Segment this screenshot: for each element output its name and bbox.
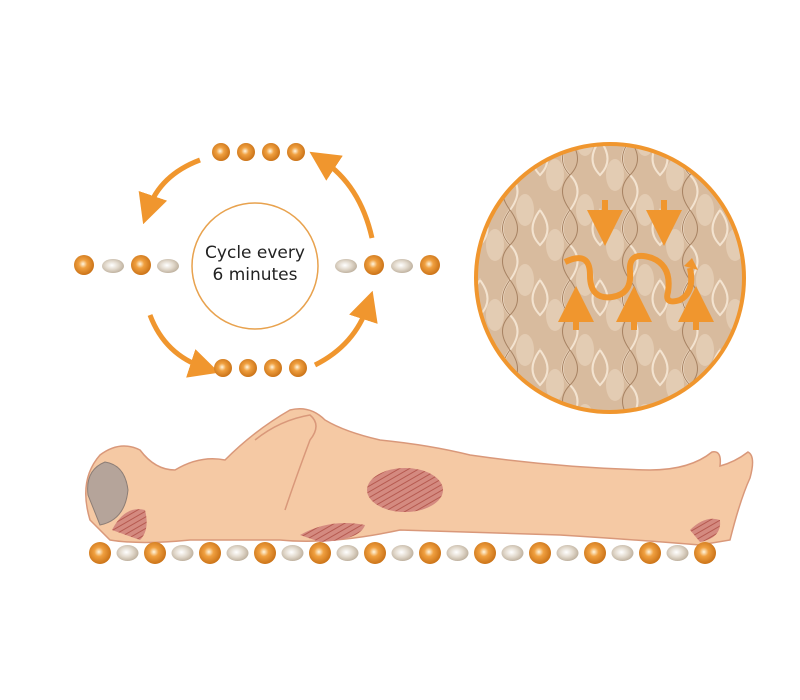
pressure-zone-heel	[690, 518, 721, 542]
arrow-icon	[309, 151, 375, 239]
arrow-icon	[138, 157, 201, 225]
airflow-wave-icon	[563, 252, 695, 305]
mattress-cell	[364, 542, 386, 564]
mattress-cell	[611, 545, 634, 561]
cycle-arrows	[138, 151, 378, 378]
mattress-cell	[171, 545, 194, 561]
mattress-cell	[584, 542, 606, 564]
mattress-cell	[281, 545, 304, 561]
mattress-cell	[501, 545, 524, 561]
cycle-label: Cycle every 6 minutes	[192, 242, 318, 286]
mattress-cell	[639, 542, 661, 564]
mattress-cell	[336, 545, 359, 561]
cells-right-row	[335, 255, 440, 275]
mattress-cell	[446, 545, 469, 561]
mattress-cell	[199, 542, 221, 564]
mattress-cell	[144, 542, 166, 564]
pressure-zone-hip	[367, 468, 443, 512]
mattress-cell	[474, 542, 496, 564]
cells-left-row	[74, 255, 179, 275]
pressure-zone-back	[300, 522, 365, 542]
mattress-closeup	[474, 142, 746, 414]
mattress-cell	[89, 542, 111, 564]
arrow-icon	[313, 290, 378, 368]
mattress-cell	[556, 545, 579, 561]
cycle-label-line2: 6 minutes	[212, 265, 298, 285]
mattress-cell	[309, 542, 331, 564]
arrow-icon	[147, 314, 220, 378]
cells-top-row	[212, 143, 305, 161]
mattress-cell	[666, 545, 689, 561]
cells-bottom-row	[214, 359, 307, 377]
mattress-cell	[694, 542, 716, 564]
pressure-zone-head	[112, 509, 147, 540]
mattress-cell	[391, 545, 414, 561]
mattress-cell	[116, 545, 139, 561]
mattress-cell	[226, 545, 249, 561]
cycle-timer-circle	[191, 202, 319, 330]
cycle-label-line1: Cycle every	[205, 243, 305, 263]
patient-illustration	[85, 408, 754, 546]
mattress-cell	[419, 542, 441, 564]
mattress-cell	[529, 542, 551, 564]
mattress-cells-row	[89, 542, 716, 564]
mattress-cell	[254, 542, 276, 564]
pressure-arrows	[558, 200, 714, 330]
